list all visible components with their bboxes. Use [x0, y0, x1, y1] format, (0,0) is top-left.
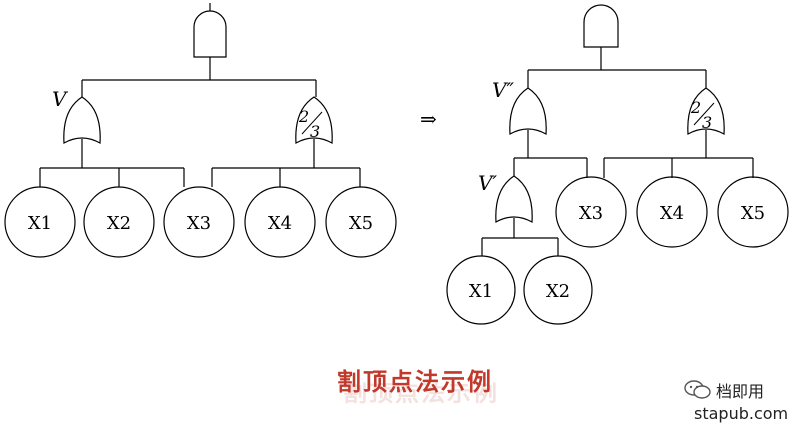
left-or-gate — [63, 96, 101, 144]
left-vote-den: 3 — [310, 122, 320, 141]
left-event-x2: X2 — [83, 186, 155, 258]
left-event-x3-label: X3 — [187, 213, 211, 234]
right-event-x2-label: X2 — [546, 281, 570, 302]
left-vote-num: 2 — [298, 107, 309, 126]
right-event-x2: X2 — [523, 255, 593, 325]
left-event-x1: X1 — [4, 186, 76, 258]
right-event-x5-label: X5 — [741, 203, 765, 224]
right-vote-num: 2 — [690, 98, 701, 117]
left-event-x4: X4 — [244, 186, 316, 258]
left-event-x5: X5 — [325, 186, 397, 258]
watermark-name: 档即用 — [716, 382, 765, 401]
right-event-x3-label: X3 — [579, 203, 603, 224]
left-event-x4-label: X4 — [268, 213, 292, 234]
left-event-x3: X3 — [163, 186, 235, 258]
right-event-x1: X1 — [446, 255, 516, 325]
right-and-gate — [583, 4, 619, 48]
caption-reflection: 割顶点法示例 — [343, 380, 499, 407]
left-vote-gate — [295, 96, 333, 144]
right-or-gate-top-label: V″ — [492, 78, 514, 102]
left-event-x2-label: X2 — [107, 213, 131, 234]
watermark-site: stapub.com — [694, 404, 789, 423]
right-or-gate-sub — [495, 175, 533, 223]
chat-bubbles-icon — [684, 380, 711, 399]
right-event-x1-label: X1 — [469, 281, 493, 302]
transform-arrow: ⇒ — [420, 107, 437, 131]
left-event-x1-label: X1 — [28, 213, 52, 234]
left-or-gate-label: V — [52, 87, 69, 111]
right-event-x3: X3 — [555, 176, 627, 248]
right-event-x4: X4 — [636, 176, 708, 248]
right-or-gate-top — [509, 87, 547, 135]
left-and-gate — [193, 10, 227, 58]
left-event-x5-label: X5 — [349, 213, 373, 234]
right-vote-den: 3 — [702, 113, 712, 132]
right-vote-gate — [687, 87, 725, 135]
right-event-x5: X5 — [717, 176, 789, 248]
right-event-x4-label: X4 — [660, 203, 684, 224]
right-or-gate-sub-label: V′ — [478, 171, 497, 195]
caption: 割顶点法示例 — [337, 367, 493, 396]
